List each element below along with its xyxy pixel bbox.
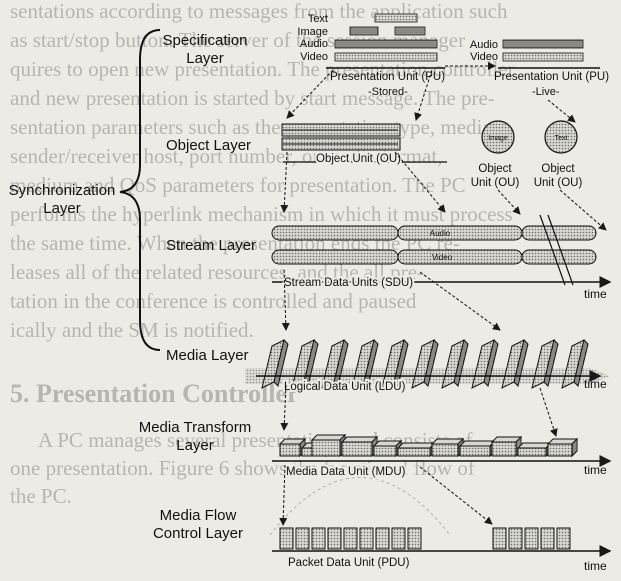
layer-label-object: Object Layer — [166, 137, 251, 154]
svg-text:Text: Text — [555, 135, 568, 142]
stream-audio-label: Audio — [430, 229, 451, 238]
background-text-line: performs the hyperlink mechanism in whic… — [10, 202, 513, 226]
track-label-text: Text — [308, 13, 328, 25]
stream-segment — [522, 226, 596, 240]
stream-segment — [398, 226, 522, 240]
live-track-video: Video — [470, 51, 498, 63]
live-track-audio: Audio — [470, 39, 498, 51]
mdu-box — [312, 435, 345, 456]
pu-live-label: Presentation Unit (PU) — [494, 71, 609, 83]
pdu-packet — [344, 528, 357, 549]
layer-label-stream: Stream Layer — [166, 237, 256, 254]
pdu-packet — [296, 528, 309, 549]
mdu-box — [492, 437, 521, 456]
pdu-packet — [509, 528, 522, 549]
svg-text:Image: Image — [488, 135, 508, 142]
pdu-packet — [493, 528, 506, 549]
stream-segment — [272, 226, 398, 240]
sdu-label: Stream Data Units (SDU) — [284, 277, 413, 289]
background-text-line: sentations according to messages from th… — [10, 0, 508, 23]
pdu-packet — [328, 528, 341, 549]
stream-segment — [272, 250, 398, 264]
pdu-packet — [312, 528, 325, 549]
mdu-box — [342, 437, 377, 456]
live-label: -Live- — [532, 86, 560, 98]
ldu-label: Logical Data Unit (LDU) — [284, 381, 406, 393]
media-ldu-units: Logical Data Unit (LDU) time — [245, 340, 610, 393]
layer-label-media: Media Layer — [166, 347, 249, 364]
track-label-audio: Audio — [300, 38, 328, 50]
mdu-box — [518, 443, 551, 456]
stream-time-label: time — [584, 287, 607, 301]
background-text-line: tation in the conference is controlled a… — [10, 289, 417, 313]
media-time-label: time — [584, 377, 607, 391]
stream-video-label: Video — [432, 253, 453, 262]
background-text-line: ically and the SM is notified. — [10, 318, 254, 342]
flow-time-label: time — [584, 559, 607, 573]
background-text-line: and new presentation is started by start… — [10, 86, 495, 110]
mdu-box — [398, 443, 435, 456]
pdu-packet — [525, 528, 538, 549]
stream-segment — [522, 250, 596, 264]
ou-label: Object Unit (OU) — [316, 153, 401, 165]
mdu-box — [548, 439, 577, 456]
mdu-box — [460, 441, 495, 456]
pdu-packet — [280, 528, 293, 549]
background-text-line: sentation parameters such as the present… — [10, 115, 492, 139]
media-flow-pdu-units: Packet Data Unit (PDU) time — [272, 528, 610, 573]
pdu-packet — [408, 528, 421, 549]
pdu-packet — [392, 528, 405, 549]
mdu-label: Media Data Unit (MDU) — [286, 466, 406, 478]
track-label-image: Image — [297, 26, 328, 38]
stream-segment — [398, 250, 522, 264]
transform-time-label: time — [584, 463, 607, 477]
background-para-line: the PC. — [10, 484, 72, 508]
pdu-packet — [541, 528, 554, 549]
pdu-packet — [376, 528, 389, 549]
mdu-box — [432, 439, 463, 456]
stored-label: -Stored- — [368, 86, 408, 98]
mdu-box — [280, 439, 305, 456]
pdu-label: Packet Data Unit (PDU) — [288, 557, 410, 569]
pdu-packet — [360, 528, 373, 549]
pdu-packet — [557, 528, 570, 549]
track-label-video: Video — [300, 51, 328, 63]
